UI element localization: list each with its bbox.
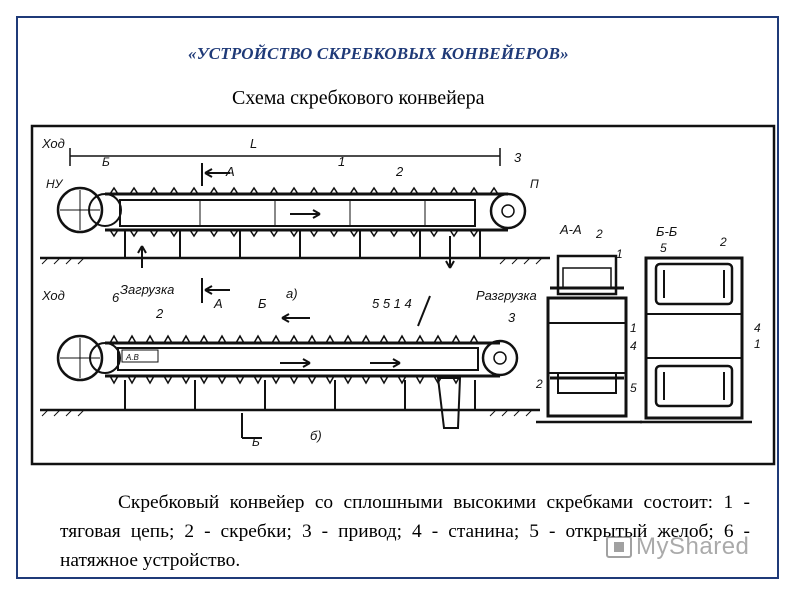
label-fig-a: а) <box>286 286 298 301</box>
label-n3b: 3 <box>508 310 516 325</box>
label-n3: 3 <box>514 150 522 165</box>
caption-body: Скребковый конвейер со сплошными высоким… <box>60 492 750 572</box>
label-bb-1: 1 <box>754 337 761 351</box>
slide-frame <box>16 16 779 579</box>
label-tag: А.В <box>125 353 140 362</box>
label-aa-5: 5 <box>630 381 637 395</box>
caption-text: Скребковый конвейер со сплошными высоким… <box>60 488 750 575</box>
label-bb-4: 4 <box>754 321 761 335</box>
label-bb-2: 2 <box>719 235 727 249</box>
label-b2: Б <box>258 296 267 311</box>
label-aa-1: 1 <box>616 247 623 261</box>
conveyor-diagram: Ход НУ Б А L 1 2 3 П Загрузка Разгрузка … <box>30 124 776 466</box>
label-a1: А <box>225 164 235 179</box>
section-a-a <box>536 254 642 424</box>
label-aa-2: 2 <box>595 227 603 241</box>
label-aa-4: 4 <box>630 339 637 353</box>
label-razgruzka: Разгрузка <box>476 288 537 303</box>
watermark: MyShared <box>606 533 749 561</box>
label-aa: А-А <box>559 222 582 237</box>
label-n2b: 2 <box>155 306 164 321</box>
label-a2: А <box>213 296 223 311</box>
label-n1: 1 <box>338 154 345 169</box>
label-n6: 6 <box>112 290 120 305</box>
label-nums-mid: 5 5 1 4 <box>372 296 412 311</box>
conveyor-a <box>40 148 550 303</box>
label-hod-top: Ход <box>41 136 65 151</box>
label-l: L <box>250 136 257 151</box>
presentation-logo-icon <box>606 536 632 558</box>
label-fig-b: б) <box>310 428 322 443</box>
conveyor-b <box>40 295 540 439</box>
label-hod-bottom: Ход <box>41 288 65 303</box>
label-nu: НУ <box>46 177 64 191</box>
label-zagruzka: Загрузка <box>120 282 174 297</box>
label-b1: Б <box>102 155 110 169</box>
label-aa-2b: 2 <box>535 377 543 391</box>
label-bb-5: 5 <box>660 241 667 255</box>
label-p: П <box>530 177 539 191</box>
slide-title: «УСТРОЙСТВО СКРЕБКОВЫХ КОНВЕЙЕРОВ» <box>188 44 569 63</box>
slide-subtitle: Схема скребкового конвейера <box>232 87 485 109</box>
label-bb: Б-Б <box>656 224 678 239</box>
label-b3: Б <box>252 435 260 449</box>
section-b-b <box>640 256 752 424</box>
label-n2: 2 <box>395 164 404 179</box>
label-aa-1b: 1 <box>630 321 637 335</box>
watermark-text: MyShared <box>636 533 750 560</box>
diagram-border <box>30 124 776 466</box>
